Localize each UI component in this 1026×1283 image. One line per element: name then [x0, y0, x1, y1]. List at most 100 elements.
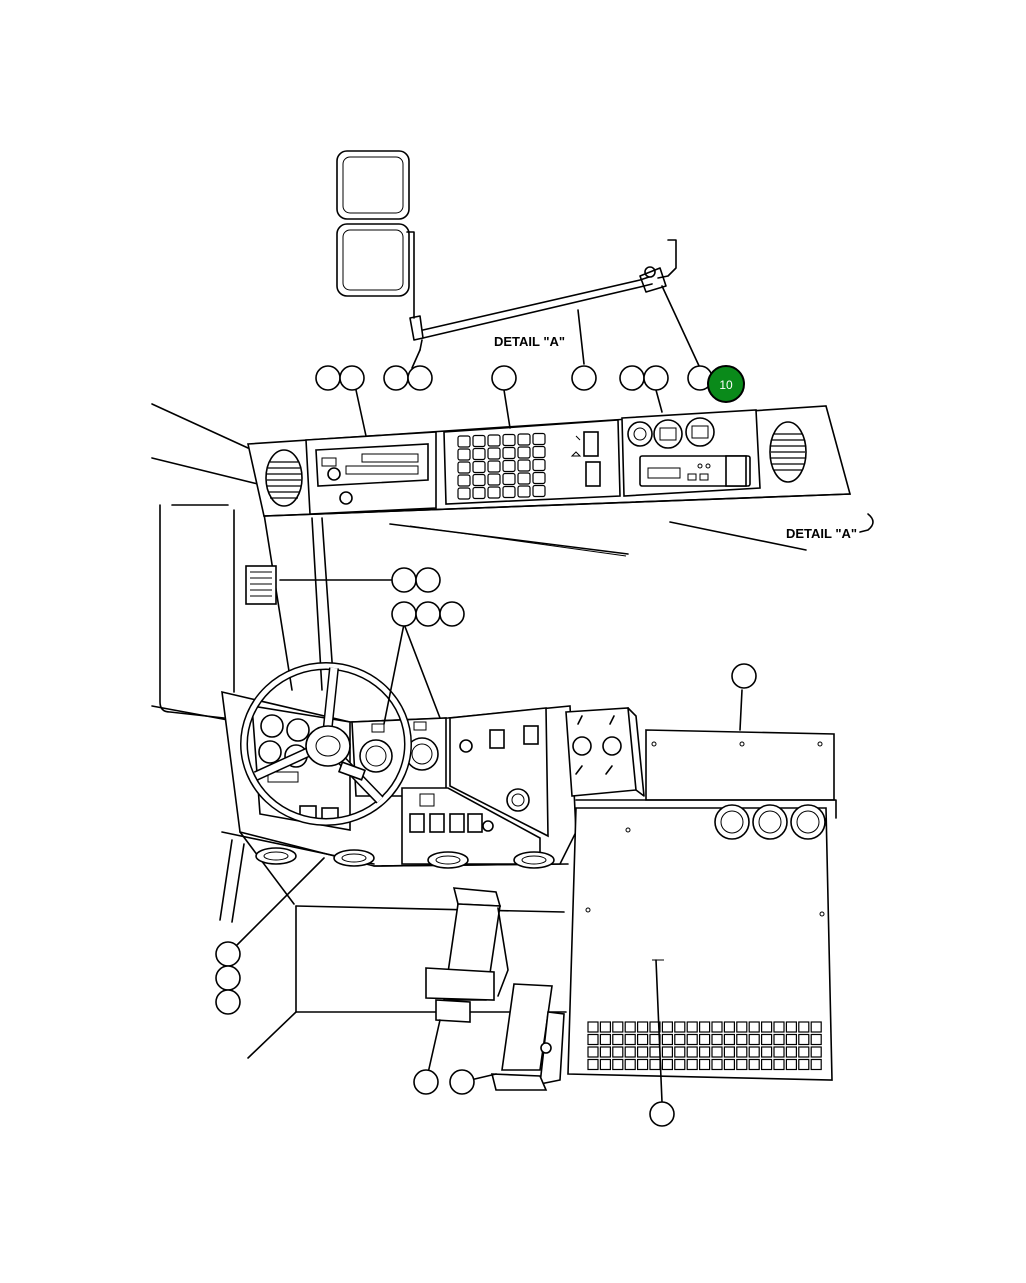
vent-cell [711, 1021, 723, 1033]
keypad-key [487, 434, 501, 447]
callout-c1[interactable] [315, 365, 341, 391]
vent-cell [723, 1033, 736, 1046]
vent-cell [661, 1058, 674, 1071]
vent-cell [599, 1046, 612, 1058]
steering-wheel [240, 662, 412, 826]
vent-cell [810, 1021, 822, 1033]
vent-cell [612, 1046, 624, 1058]
callout-c10-highlighted[interactable]: 10 [707, 365, 745, 403]
vent-cell [674, 1058, 686, 1071]
vent-cell [661, 1046, 674, 1058]
callout-c2[interactable] [339, 365, 365, 391]
keypad-key [487, 486, 501, 499]
callout-c12[interactable] [415, 567, 441, 593]
callout-c16[interactable] [731, 663, 757, 689]
vent-cell [785, 1033, 798, 1046]
vent-cell [711, 1046, 723, 1058]
vent-cell [711, 1033, 723, 1046]
vent-cell [773, 1046, 785, 1058]
keypad-key [532, 484, 546, 498]
keypad-key [457, 487, 471, 500]
vent-cell [599, 1058, 612, 1071]
vent-cell [810, 1058, 822, 1071]
vent-cell [587, 1021, 599, 1033]
vent-cell [686, 1058, 698, 1071]
keypad-key [532, 458, 546, 472]
keypad-key [457, 474, 471, 487]
keypad-key [502, 446, 516, 460]
vent-cell [599, 1021, 612, 1033]
callout-c22[interactable] [649, 1101, 675, 1127]
keypad-key [472, 486, 486, 500]
vent-cell [736, 1058, 748, 1071]
cab-frame [151, 403, 335, 923]
radio-panel [305, 431, 437, 515]
vent-cell [748, 1058, 760, 1071]
callout-c17[interactable] [215, 941, 241, 967]
callout-c4[interactable] [407, 365, 433, 391]
callout-c10-number: 10 [719, 378, 733, 392]
callout-c18[interactable] [215, 965, 241, 991]
vent-cell [686, 1033, 698, 1046]
vent-cell [587, 1046, 599, 1058]
vent-cell [674, 1046, 686, 1058]
vent-cell [748, 1033, 760, 1046]
vent-cell [698, 1046, 711, 1058]
keypad-key [517, 485, 531, 498]
vent-cell [661, 1021, 674, 1033]
keypad-key [457, 448, 471, 461]
keypad-key [532, 432, 546, 446]
callout-c10[interactable] [707, 365, 745, 403]
callout-c5[interactable] [491, 365, 517, 391]
keypad-key [502, 433, 516, 447]
vent-cell [798, 1033, 810, 1046]
callout-c7[interactable] [619, 365, 645, 391]
side-switch-box [565, 707, 645, 797]
vent-cell [760, 1046, 773, 1058]
callout-c8[interactable] [643, 365, 669, 391]
vent-cell [760, 1058, 773, 1071]
overhead-console [247, 405, 852, 557]
vent-cell [723, 1021, 736, 1033]
callout-c6[interactable] [571, 365, 597, 391]
switch-panel [443, 419, 621, 505]
vent-cell [624, 1058, 636, 1071]
mirror-assembly [336, 150, 701, 369]
callout-c20[interactable] [413, 1069, 439, 1095]
vent-cell [798, 1046, 810, 1058]
vent-cell [587, 1033, 599, 1046]
vent-cell [661, 1033, 674, 1046]
vent-cell [748, 1046, 760, 1058]
vent-cell [723, 1058, 736, 1071]
vent-cell [636, 1058, 649, 1071]
vent-cell [798, 1021, 810, 1033]
detail-a-label-top: DETAIL "A" [494, 334, 565, 349]
vent-cell [599, 1033, 612, 1046]
passenger-panel [567, 729, 837, 1081]
vent-cell [636, 1046, 649, 1058]
keypad-key [472, 460, 486, 474]
heater-vent-grid [587, 1021, 822, 1071]
vent-cell [760, 1021, 773, 1033]
callout-c11[interactable] [391, 567, 417, 593]
keypad-key [472, 473, 486, 487]
callout-c21[interactable] [449, 1069, 475, 1095]
callout-c15[interactable] [439, 601, 465, 627]
vent-cell [636, 1033, 649, 1046]
keypad-key [532, 471, 546, 485]
callout-c14[interactable] [415, 601, 441, 627]
vent-cell [773, 1033, 785, 1046]
vent-cell [624, 1046, 636, 1058]
vent-cell [785, 1046, 798, 1058]
keypad-key [502, 472, 516, 486]
right-speaker-grille [769, 421, 807, 483]
vent-cell [736, 1046, 748, 1058]
callout-c3[interactable] [383, 365, 409, 391]
vent-cell [723, 1046, 736, 1058]
callout-c19[interactable] [215, 989, 241, 1015]
vent-cell [612, 1058, 624, 1071]
vent-cell [810, 1046, 822, 1058]
callout-c13[interactable] [391, 601, 417, 627]
